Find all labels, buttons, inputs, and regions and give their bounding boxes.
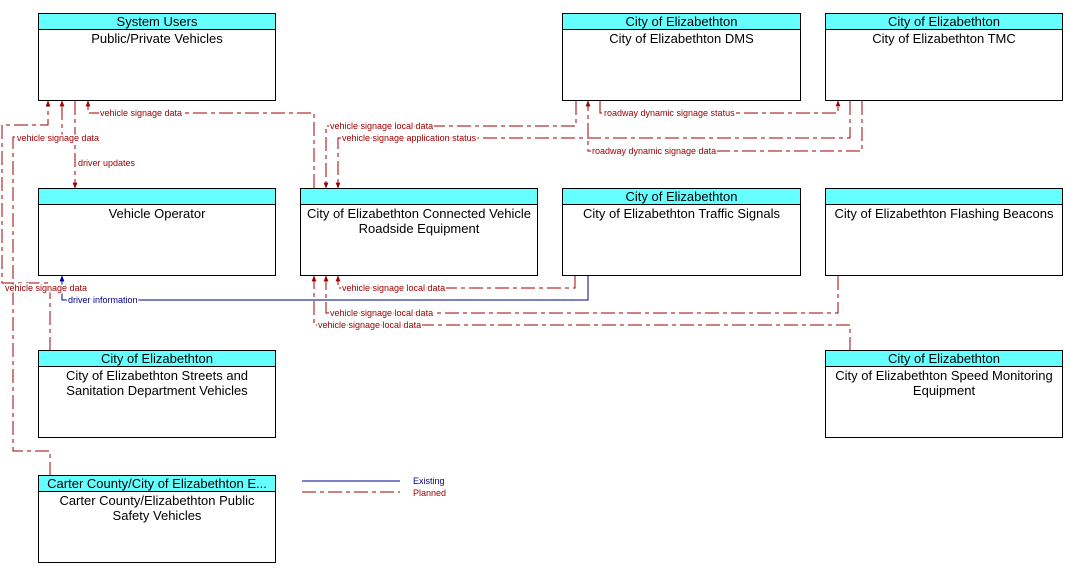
element-group-label: [826, 189, 1062, 205]
element-group-label: [39, 189, 275, 205]
element-name: Vehicle Operator: [108, 206, 206, 221]
flow-label: vehicle signage data: [100, 108, 182, 118]
flow-line-beacons-cvrse: [323, 275, 839, 314]
flow-line-signals-operator: [59, 275, 589, 301]
element-name: City of Elizabethton Streets and Sanitat…: [65, 368, 249, 398]
flow-label: driver information: [68, 295, 138, 305]
flow-label: vehicle signage local data: [342, 283, 445, 293]
element-name: Carter County/Elizabethton Public Safety…: [59, 493, 255, 523]
element-connected-vehicle-rse[interactable]: City of Elizabethton Connected Vehicle R…: [300, 188, 538, 276]
flow-line-cvrse-users: [85, 100, 315, 188]
flow-label: vehicle signage local data: [330, 308, 433, 318]
element-name: City of Elizabethton Traffic Signals: [582, 206, 781, 221]
flow-label: vehicle signage local data: [318, 320, 421, 330]
flow-label: roadway dynamic signage status: [604, 108, 735, 118]
element-group-label: Carter County/City of Elizabethton E...: [39, 476, 275, 492]
flow-label: vehicle signage application status: [342, 133, 477, 143]
element-name: City of Elizabethton Connected Vehicle R…: [306, 206, 532, 236]
element-name: Public/Private Vehicles: [91, 31, 223, 46]
flow-line-speed-cvrse: [311, 275, 851, 351]
element-group-label: [301, 189, 537, 205]
element-name: City of Elizabethton TMC: [872, 31, 1016, 46]
element-flashing-beacons[interactable]: City of Elizabethton Flashing Beacons: [825, 188, 1063, 276]
element-speed-monitoring[interactable]: City of Elizabethton City of Elizabethto…: [825, 350, 1063, 438]
element-group-label: City of Elizabethton: [563, 189, 800, 205]
element-group-label: City of Elizabethton: [826, 351, 1062, 367]
legend-planned-label: Planned: [413, 488, 446, 498]
flow-label: roadway dynamic signage data: [592, 146, 716, 156]
element-public-private-vehicles[interactable]: System Users Public/Private Vehicles: [38, 13, 276, 101]
flow-line-dms-tmc: [599, 100, 841, 114]
element-name: City of Elizabethton Speed Monitoring Eq…: [835, 368, 1053, 398]
element-name: City of Elizabethton Flashing Beacons: [834, 206, 1054, 221]
element-group-label: City of Elizabethton: [826, 14, 1062, 30]
flow-label: vehicle signage data: [5, 283, 87, 293]
element-group-label: City of Elizabethton: [563, 14, 800, 30]
element-streets-sanitation-vehicles[interactable]: City of Elizabethton City of Elizabethto…: [38, 350, 276, 438]
flow-label: vehicle signage data: [17, 133, 99, 143]
flow-line-streets-users: [1, 100, 51, 351]
element-city-dms[interactable]: City of Elizabethton City of Elizabethto…: [562, 13, 801, 101]
element-public-safety-vehicles[interactable]: Carter County/City of Elizabethton E... …: [38, 475, 276, 563]
element-group-label: System Users: [39, 14, 275, 30]
element-name: City of Elizabethton DMS: [609, 31, 754, 46]
flow-label: vehicle signage local data: [330, 121, 433, 131]
legend-existing-label: Existing: [413, 476, 445, 486]
flow-line-tmc-dms: [585, 100, 863, 152]
flow-label: driver updates: [78, 158, 136, 168]
element-group-label: City of Elizabethton: [39, 351, 275, 367]
flow-line-signals-cvrse: [335, 275, 576, 289]
flow-line-tmc-cvrse: [335, 101, 851, 189]
element-city-tmc[interactable]: City of Elizabethton City of Elizabethto…: [825, 13, 1063, 101]
flow-line-dms-cvrse: [323, 101, 577, 189]
flow-line-safety-users: [12, 100, 65, 476]
element-traffic-signals[interactable]: City of Elizabethton City of Elizabethto…: [562, 188, 801, 276]
element-vehicle-operator[interactable]: Vehicle Operator: [38, 188, 276, 276]
